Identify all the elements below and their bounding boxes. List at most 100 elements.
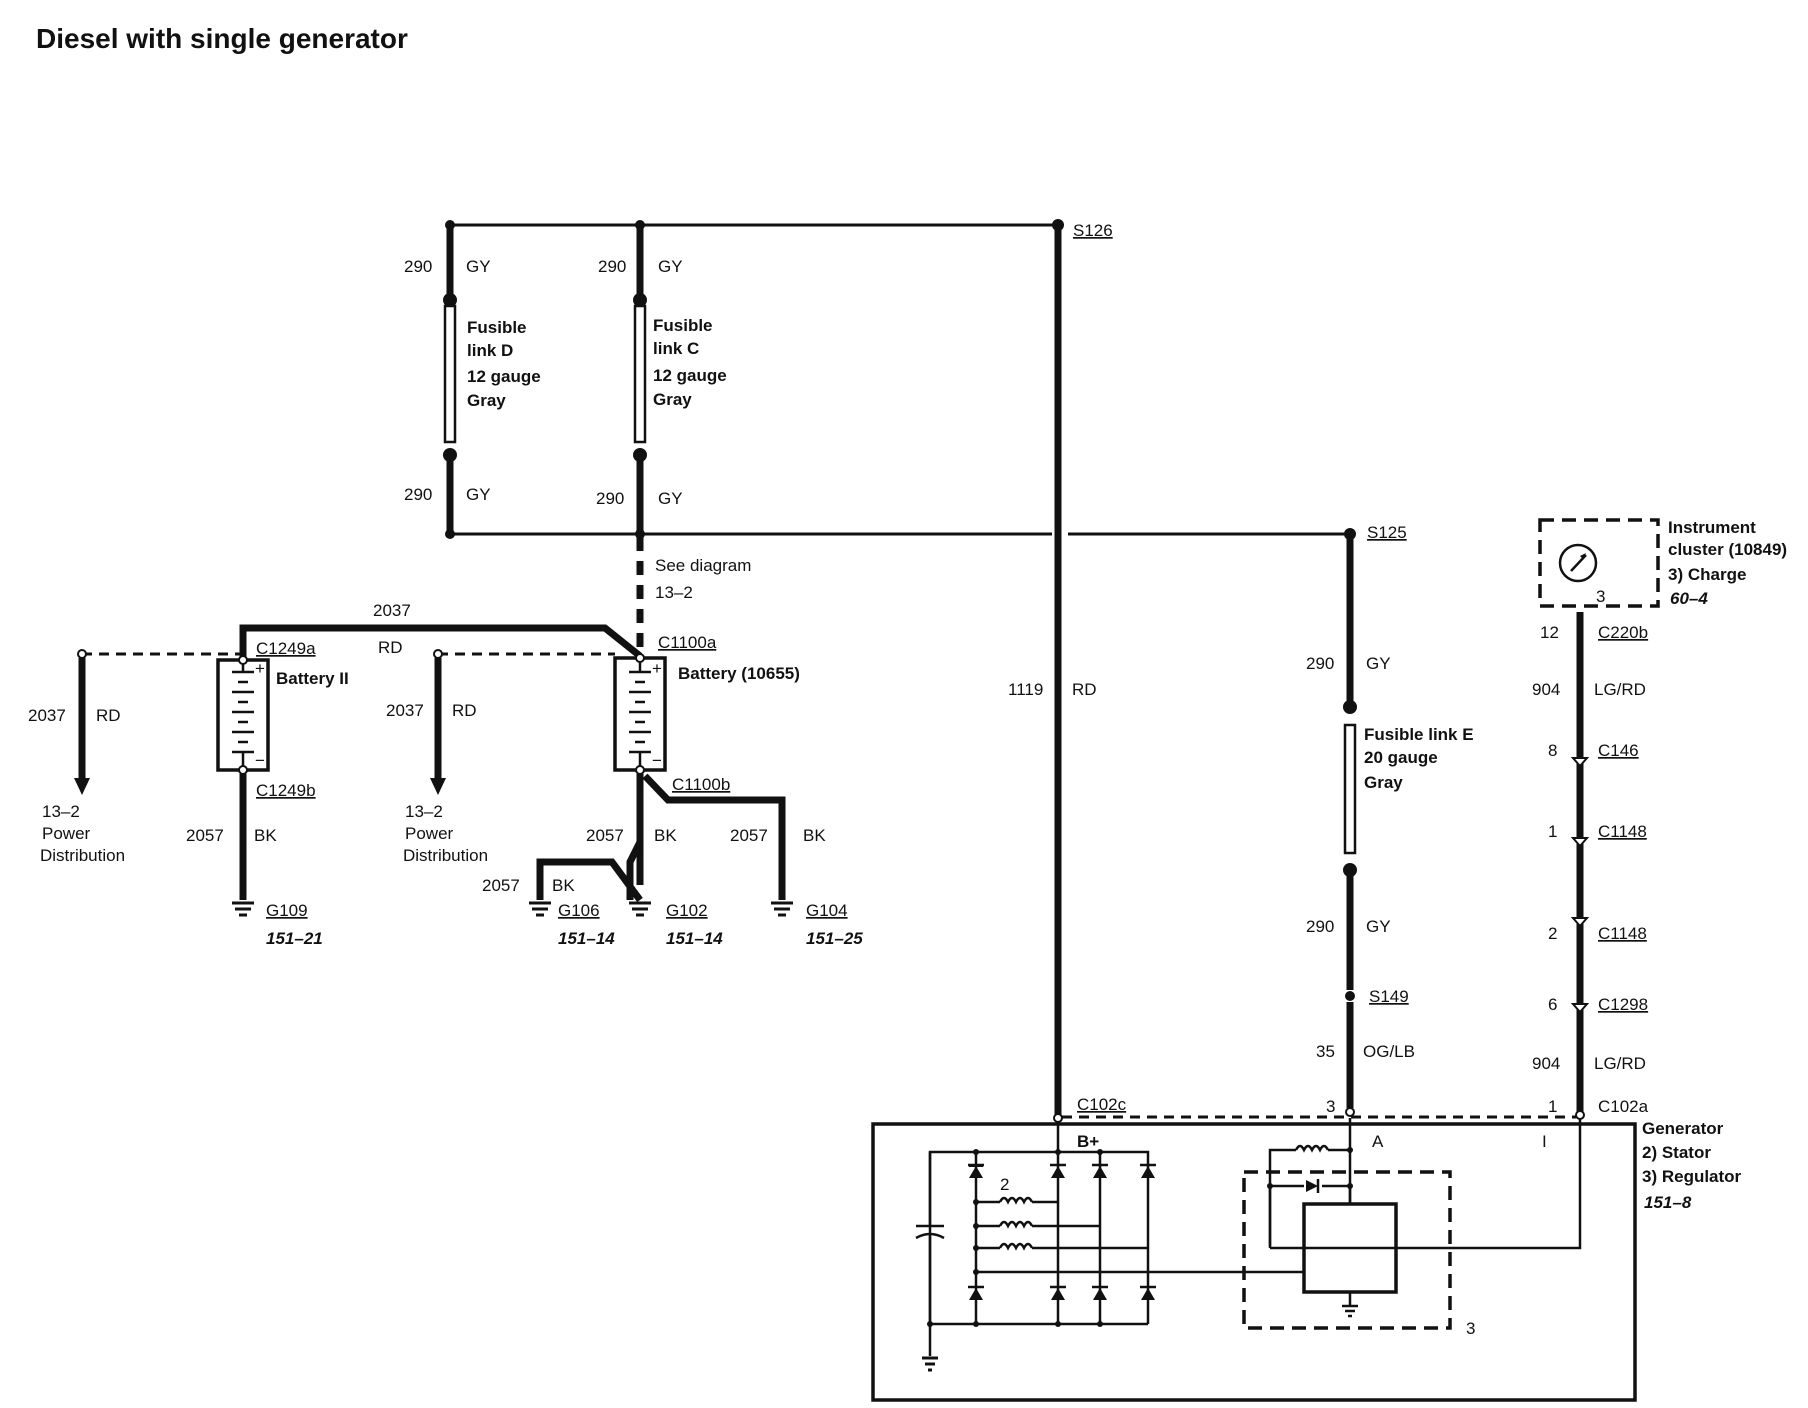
splice-s125-label: S125 — [1367, 523, 1407, 542]
diagram-title: Diesel with single generator — [36, 23, 408, 54]
wire-bk-label: BK — [254, 826, 277, 845]
wire-rd-label: RD — [96, 706, 121, 725]
ground-g102-ref: 151–14 — [666, 929, 723, 948]
wire-rd-label: RD — [452, 701, 477, 720]
power-dist-line1: Power — [405, 824, 454, 843]
ground-g104-ref: 151–25 — [806, 929, 863, 948]
connector-c1298-label: C1298 — [1598, 995, 1648, 1014]
ground-g109: 2057 BK G109 151–21 — [186, 774, 323, 948]
instrument-cluster-line1: Instrument — [1668, 518, 1756, 537]
power-dist-line2: Distribution — [40, 846, 125, 865]
fusible-link-e-gauge: 20 gauge — [1364, 748, 1438, 767]
wire-2057-label: 2057 — [186, 826, 224, 845]
connector-c102c-label: C102c — [1077, 1095, 1127, 1114]
stator-label-2: 2 — [1000, 1175, 1009, 1194]
middle-bus: S125 — [445, 523, 1407, 542]
wire-rd-label: RD — [1072, 680, 1097, 699]
wire-bk-label: BK — [552, 876, 575, 895]
power-dist-line2: Distribution — [403, 846, 488, 865]
wire-290-label: 290 — [596, 489, 624, 508]
battery-10655: + − Battery (10655) C1100a C1100b — [613, 633, 800, 794]
pin-1-label: 1 — [1548, 822, 1557, 841]
fusible-link-c-color: Gray — [653, 390, 692, 409]
wire-1119-label: 1119 — [1008, 680, 1043, 699]
fusible-link-e-line1: Fusible link E — [1364, 725, 1474, 744]
connector-c1249b-label: C1249b — [256, 781, 316, 800]
pin-12-label: 12 — [1540, 623, 1559, 642]
fusible-link-d-color: Gray — [467, 391, 506, 410]
fusible-link-c: 290 GY Fusible link C 12 gauge Gray 290 … — [596, 228, 727, 534]
generator: B+ A I — [871, 1118, 1742, 1402]
power-distribution-mid: 2037 RD 13–2 Power Distribution — [386, 649, 615, 865]
svg-text:+: + — [255, 659, 265, 678]
wire-290-label: 290 — [598, 257, 626, 276]
wire-35-label: 35 — [1316, 1042, 1335, 1061]
splice-s126-label: S126 — [1073, 221, 1113, 240]
wire-290-label: 290 — [404, 257, 432, 276]
svg-text:−: − — [652, 751, 662, 770]
wire-1119-feed: 1119 RD C102c — [1008, 228, 1127, 1123]
top-bus: S126 — [445, 219, 1113, 240]
generator-line1: Generator — [1642, 1119, 1724, 1138]
instrument-cluster: 3 Instrument cluster (10849) 3) Charge 6… — [1538, 518, 1787, 608]
wire-lgrd-label: LG/RD — [1594, 1054, 1646, 1073]
connector-c1148-label: C1148 — [1598, 924, 1647, 943]
wire-gy-label: GY — [1366, 917, 1391, 936]
power-dist-ref: 13–2 — [405, 802, 443, 821]
instrument-cluster-ref: 60–4 — [1670, 589, 1708, 608]
wire-2037-battery-link: 2037 RD — [239, 601, 643, 660]
wire-gy-label: GY — [466, 485, 491, 504]
ground-g106-ref: 151–14 — [558, 929, 615, 948]
fusible-link-d: 290 GY Fusible link D 12 gauge Gray 290 … — [404, 228, 541, 534]
charge-indicator-wire: 12 C220b 904 LG/RD 8 C146 1 C1148 2 C114… — [1532, 612, 1649, 1120]
generator-ref: 151–8 — [1644, 1193, 1692, 1212]
instrument-cluster-line3: 3) Charge — [1668, 565, 1746, 584]
svg-text:+: + — [652, 659, 662, 678]
see-diagram-ref: See diagram 13–2 — [636, 537, 751, 648]
connector-c1100b-label: C1100b — [672, 775, 730, 794]
battery-10655-label: Battery (10655) — [678, 664, 800, 683]
see-diagram-line1: See diagram — [655, 556, 751, 575]
wire-2057-label: 2057 — [586, 826, 624, 845]
wire-bk-label: BK — [654, 826, 677, 845]
wire-2037-label: 2037 — [28, 706, 66, 725]
fusible-link-c-gauge: 12 gauge — [653, 366, 727, 385]
wire-904-label: 904 — [1532, 1054, 1560, 1073]
regulator-label-3: 3 — [1466, 1319, 1475, 1338]
pin-2-label: 2 — [1548, 924, 1557, 943]
connector-c102a-label: C102a — [1598, 1097, 1649, 1116]
fusible-link-e-circuit: 290 GY Fusible link E 20 gauge Gray 290 … — [1306, 537, 1474, 1117]
wire-gy-label: GY — [1366, 654, 1391, 673]
wire-2057-label: 2057 — [730, 826, 768, 845]
battery-10655-grounds: 2057 BK 2057 BK 2057 BK G106 151–14 G102… — [482, 773, 863, 948]
ground-g104-id: G104 — [806, 901, 848, 920]
wire-290-label: 290 — [1306, 917, 1334, 936]
connector-c146-label: C146 — [1598, 741, 1639, 760]
instrument-cluster-pin-3: 3 — [1596, 587, 1605, 606]
power-dist-line1: Power — [42, 824, 91, 843]
connector-c1100a-label: C1100a — [658, 633, 717, 652]
wire-290-label: 290 — [404, 485, 432, 504]
power-dist-ref: 13–2 — [42, 802, 80, 821]
wire-2037-label: 2037 — [373, 601, 411, 620]
wire-904-label: 904 — [1532, 680, 1560, 699]
ground-g106-id: G106 — [558, 901, 600, 920]
instrument-cluster-line2: cluster (10849) — [1668, 540, 1787, 559]
ground-g102-id: G102 — [666, 901, 708, 920]
fusible-link-c-line2: link C — [653, 339, 699, 358]
pin-6-label: 6 — [1548, 995, 1557, 1014]
fusible-link-d-line2: link D — [467, 341, 513, 360]
wire-rd-label: RD — [378, 638, 403, 657]
battery-ii-label: Battery II — [276, 669, 349, 688]
see-diagram-line2: 13–2 — [655, 583, 693, 602]
pin-a-label: A — [1372, 1132, 1384, 1151]
pin-8-label: 8 — [1548, 741, 1557, 760]
fusible-link-d-gauge: 12 gauge — [467, 367, 541, 386]
pin-bplus-label: B+ — [1077, 1132, 1099, 1151]
pin-i-label: I — [1542, 1132, 1547, 1151]
wire-2037-label: 2037 — [386, 701, 424, 720]
connector-c1249a-label: C1249a — [256, 639, 316, 658]
ground-g109-id: G109 — [266, 901, 308, 920]
svg-text:−: − — [255, 751, 265, 770]
wire-bk-label: BK — [803, 826, 826, 845]
